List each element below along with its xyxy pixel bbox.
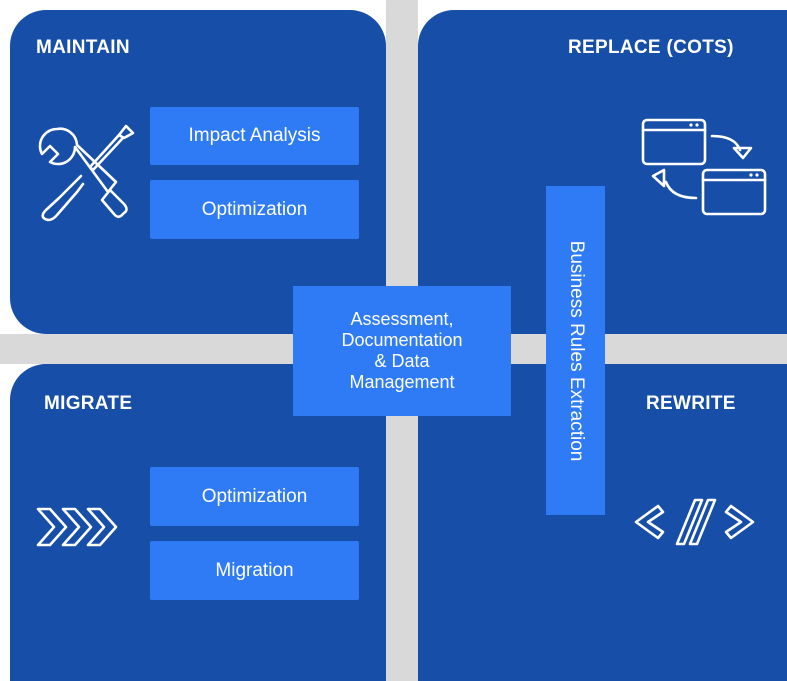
code-brackets-icon (634, 498, 755, 546)
maintain-title: MAINTAIN (36, 37, 130, 58)
business-rules-extraction-label: Business Rules Extraction (565, 240, 587, 461)
migration-box: Migration (150, 541, 359, 600)
assessment-documentation-box: Assessment, Documentation & Data Managem… (293, 286, 511, 416)
swap-windows-icon (641, 118, 767, 216)
impact-analysis-box: Impact Analysis (150, 107, 359, 165)
center-line-1: Assessment, (350, 309, 454, 329)
center-line-2: Documentation (341, 330, 463, 350)
triple-chevron-right-icon (36, 507, 118, 547)
maintain-optimization-box: Optimization (150, 180, 359, 239)
replace-title: REPLACE (COTS) (568, 37, 734, 58)
center-line-3: & Data (374, 351, 430, 371)
migrate-optimization-box: Optimization (150, 467, 359, 526)
center-line-4: Management (349, 372, 455, 392)
business-rules-extraction-box: Business Rules Extraction (546, 186, 605, 515)
rewrite-title: REWRITE (646, 393, 736, 414)
migrate-title: MIGRATE (44, 393, 133, 414)
maintain-quadrant (10, 10, 386, 334)
wrench-screwdriver-icon (38, 124, 135, 222)
